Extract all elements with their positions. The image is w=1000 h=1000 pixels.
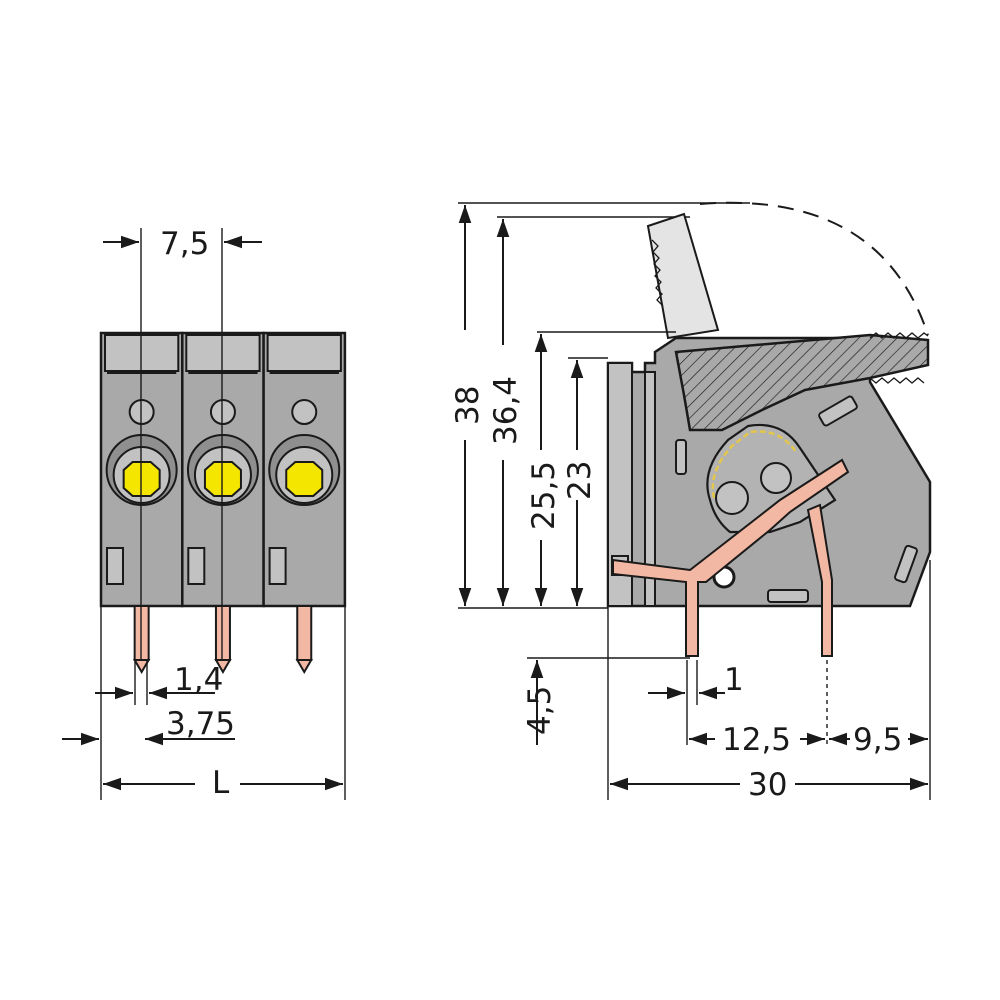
dim-depth-label: 30 [748,767,787,803]
dim-heights: 38 36,4 25,5 23 [450,205,676,609]
pole-cap [266,334,342,372]
dim-pin-thickness: 1 [648,660,744,745]
lever-closed [674,333,930,432]
pole-pin-tip [214,659,232,674]
dim-height-housing-label: 25,5 [526,461,562,530]
pole-release-button [203,461,242,497]
dim-pin-spacing: 12,5 9,5 [689,560,931,800]
side-housing-front-wall [607,362,633,607]
clamp-rivet-2 [760,462,792,494]
dim-pin-spacing-label: 12,5 [722,722,791,758]
pole-release-button [285,461,324,497]
dim-length-label: L [212,765,230,801]
side-view: 38 36,4 25,5 23 4,5 1 [450,201,932,803]
dim-pitch-label: 7,5 [160,226,209,262]
pole-pin [296,605,313,661]
front-view: 7,5 1,4 3,75 L [62,226,347,801]
pole-latch [187,547,206,585]
busbar [612,458,850,657]
pole-latch [106,547,124,585]
dim-height-total-label: 38 [450,386,486,425]
pole-pin-tip [295,659,313,674]
dim-length: L [103,600,346,801]
rear-pin [806,503,833,657]
dim-height-lever-label: 36,4 [488,376,524,445]
clamp-rivet-1 [715,481,749,515]
dim-pitch: 7,5 [103,226,262,660]
pole-latch [268,547,287,585]
lever-open-arc [699,201,929,336]
dim-rear-offset-label: 9,5 [853,722,902,758]
pole-test-hole [291,399,318,425]
front-view-poles [99,331,347,674]
dim-depth: 30 [607,606,928,803]
dim-pin-width-label: 1,4 [174,662,223,698]
dim-height-body-label: 23 [562,461,598,500]
dim-pin-length: 4,5 [522,657,690,745]
dim-edge-offset: 3,75 [62,600,235,800]
pole-test-hole [209,399,236,425]
pole-pin [214,605,231,661]
lever-open-outline [646,212,720,340]
dim-pin-length-label: 4,5 [522,686,558,735]
dim-pin-thickness-label: 1 [724,662,744,698]
pole-cap [185,334,261,372]
dim-edge-offset-label: 3,75 [166,706,235,742]
dim-pin-width: 1,4 [95,660,223,705]
